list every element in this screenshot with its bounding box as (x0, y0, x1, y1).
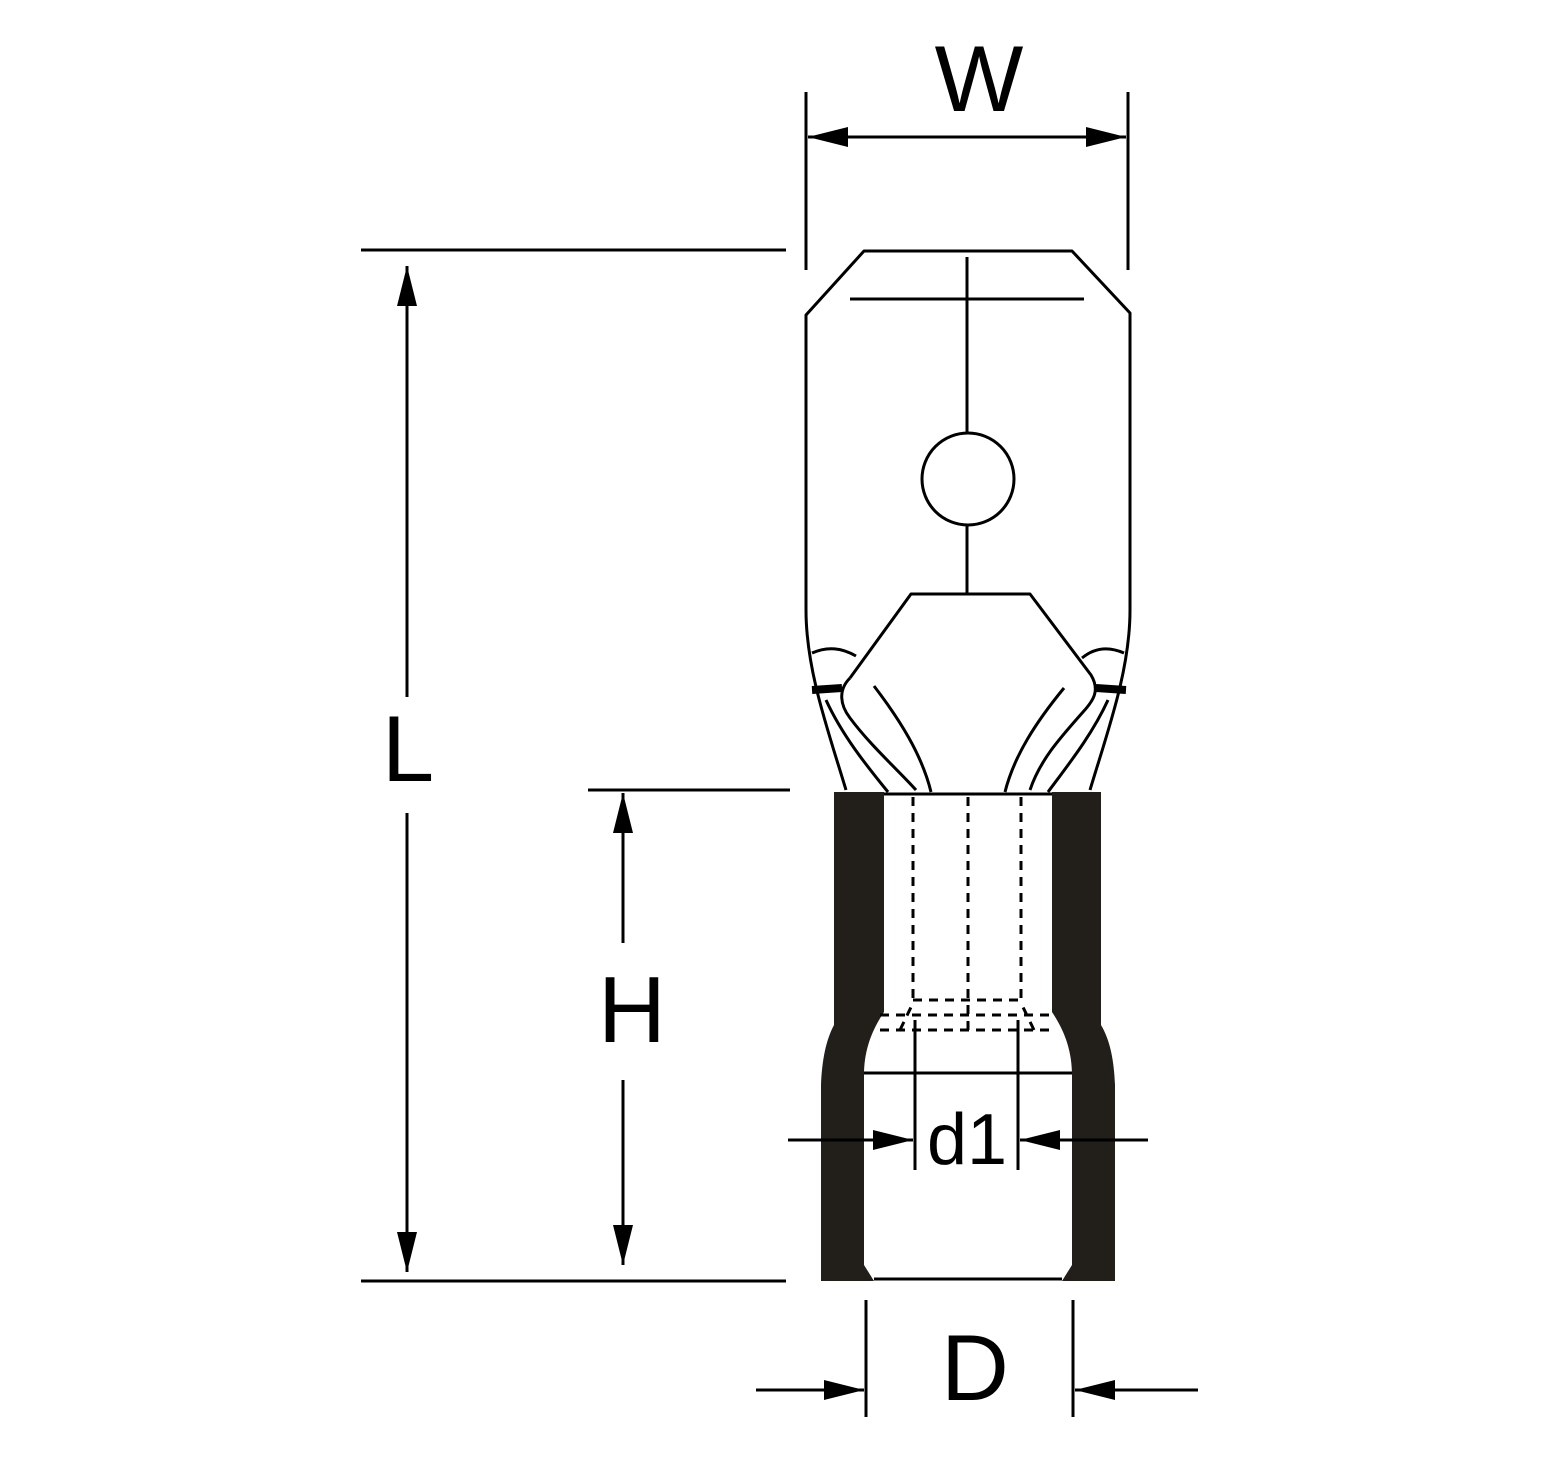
width-dimension (804, 92, 1130, 270)
height-label: H (598, 957, 666, 1062)
wing-right-band (1095, 684, 1127, 694)
barrel-curve-right-inner (1003, 687, 1066, 793)
barrel-curve-left-outer (824, 699, 890, 793)
tab-outline (804, 249, 1132, 791)
height-dimension (588, 788, 790, 1265)
sleeve-wall-right (1052, 792, 1115, 1281)
barrel-curve-left-inner (872, 685, 933, 793)
tab-detent-hole (920, 431, 1016, 527)
outer-diameter-dimension (756, 1300, 1198, 1417)
barrel-curve-right-outer (1046, 699, 1110, 793)
barrel-transition-left (840, 676, 918, 792)
hidden-line-diag-right (1019, 1002, 1036, 1031)
length-label: L (382, 696, 434, 801)
insulation-sleeve (821, 792, 1115, 1281)
wing-right (1081, 647, 1125, 660)
wing-left-band (811, 684, 843, 694)
wing-left (811, 647, 857, 658)
inner-diameter-label: d1 (927, 1100, 1007, 1180)
sleeve-wall-left (821, 792, 884, 1281)
hidden-line-diag-left (898, 1002, 915, 1031)
width-label: W (935, 26, 1024, 131)
barrel-transition (848, 592, 1097, 791)
inner-diameter-dimension (788, 1020, 1148, 1170)
length-dimension (361, 248, 786, 1283)
outer-diameter-label: D (941, 1315, 1009, 1420)
connector-tab (804, 249, 1132, 793)
